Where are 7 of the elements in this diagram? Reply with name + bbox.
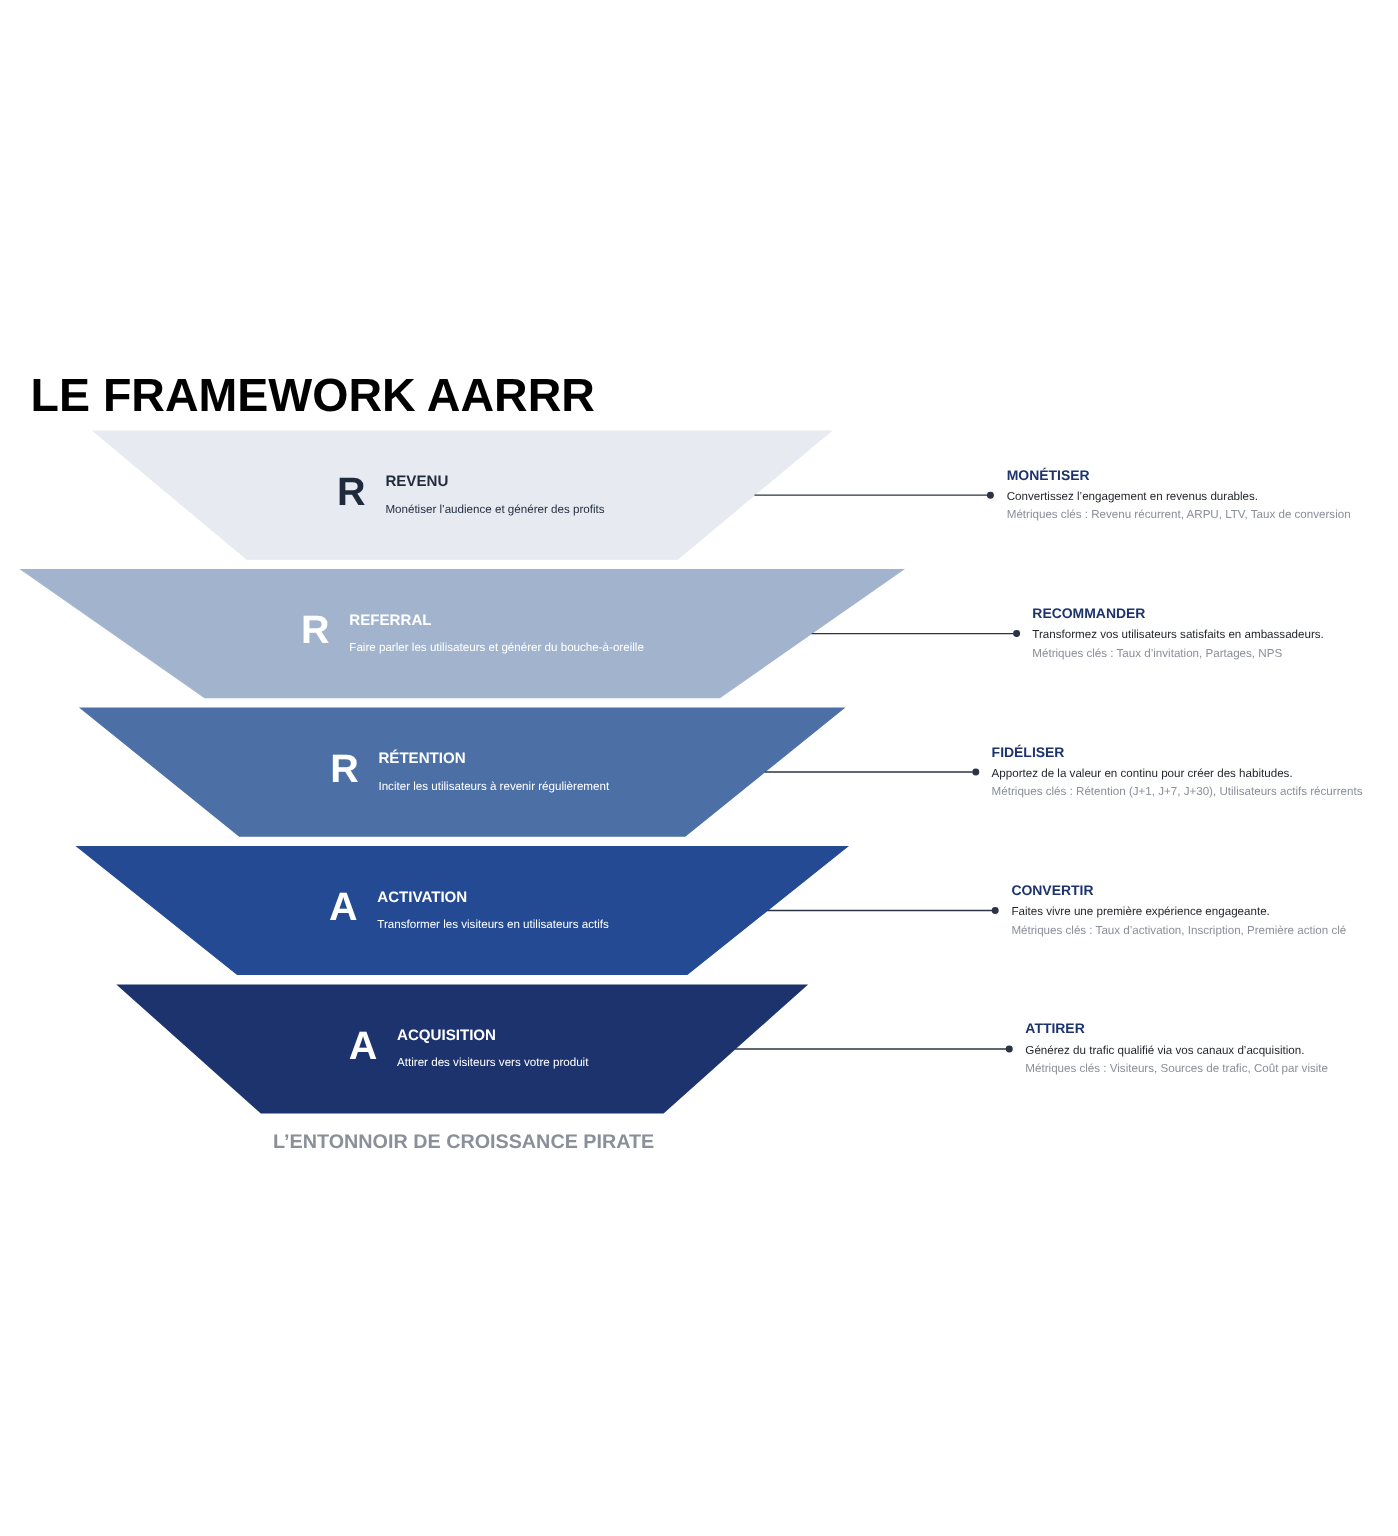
connector — [766, 907, 999, 915]
connector — [810, 630, 1021, 638]
diagram-title: LE FRAMEWORK AARRR — [30, 369, 595, 422]
connector — [753, 491, 994, 499]
label: L’ENTONNOIR DE CROISSANCE PIRATE — [273, 1132, 655, 1155]
connector — [764, 768, 980, 776]
connector — [734, 1045, 1013, 1053]
